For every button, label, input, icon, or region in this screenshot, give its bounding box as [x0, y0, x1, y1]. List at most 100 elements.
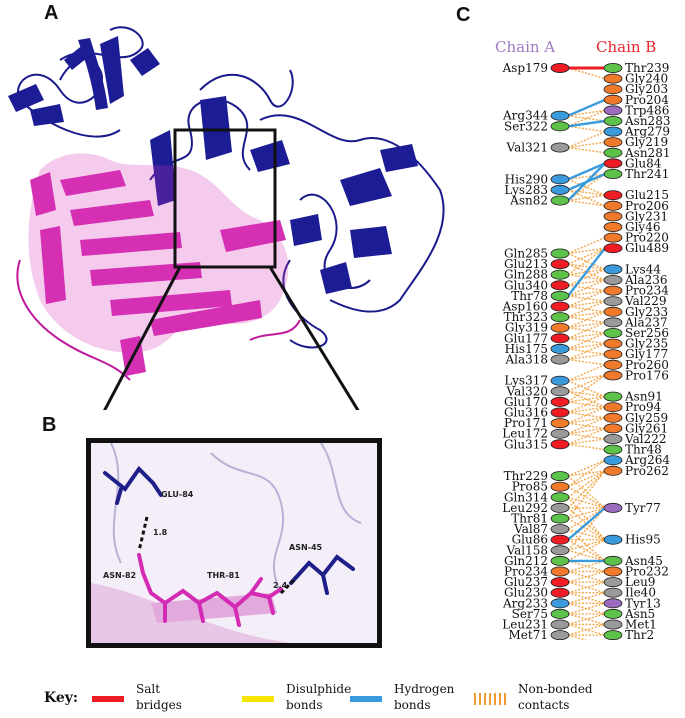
chain-b-residue-marker: [603, 168, 623, 179]
hydrogen-bond-line: [567, 506, 606, 541]
nonbonded-contact-line: [567, 507, 606, 551]
chain-b-residue-marker: [603, 327, 623, 338]
nonbonded-contact-line: [567, 342, 606, 350]
nonbonded-contact-line: [567, 634, 588, 640]
hydrogen-bond-line: [567, 98, 606, 117]
nonbonded-contact-line: [567, 507, 606, 530]
chain-a-residue-label: Arg344: [502, 109, 548, 123]
chain-b-residue-marker: [603, 296, 623, 307]
chain-b-residue-label: Pro206: [625, 199, 669, 213]
chain-b-residue-label: Thr241: [625, 167, 669, 181]
chain-a-residue-marker: [550, 63, 570, 74]
nonbonded-contact-line: [567, 427, 606, 435]
chain-b-residue-marker: [603, 63, 623, 74]
chain-a-residue-marker: [550, 396, 570, 407]
nonbonded-contact-line: [567, 613, 606, 626]
chain-a-residue-marker: [550, 513, 570, 524]
chain-a-residue-label: Glu86: [512, 533, 548, 547]
nonbonded-contact-line: [567, 486, 606, 509]
nonbonded-contact-line: [567, 395, 606, 403]
chain-a-residue-marker: [550, 407, 570, 418]
chain-b-residue-marker: [603, 577, 623, 588]
nonbonded-contact-line: [567, 390, 606, 398]
chain-a-residue-label: Glu315: [504, 437, 548, 451]
chain-a-residue-marker: [550, 555, 570, 566]
chain-b-residue-marker: [603, 211, 623, 222]
residue-label-asn82: ASN-82: [103, 571, 137, 580]
distance-label-1-8: 1.8: [153, 528, 168, 537]
chain-a-residue-label: Glu170: [504, 395, 548, 409]
chain-b-residue-marker: [603, 566, 623, 577]
chain-b-residue-marker: [603, 73, 623, 84]
nonbonded-contact-line: [567, 109, 606, 117]
chain-a-residue-label: Glu340: [504, 278, 548, 292]
chain-a-residue-marker: [550, 428, 570, 439]
chain-b-residue-marker: [603, 190, 623, 201]
chain-a-residue-label: Ala318: [504, 353, 548, 367]
nonbonded-contact-line: [567, 189, 606, 196]
chain-b-residue-label: Ala236: [624, 273, 668, 287]
nonbonded-contact-line: [567, 284, 606, 292]
chain-a-residue-label: Lys283: [504, 183, 548, 197]
nonbonded-contact-line: [567, 581, 606, 594]
chain-a-residue-marker: [550, 259, 570, 270]
chain-b-residue-marker: [603, 555, 623, 566]
chain-a-residue-label: Leu172: [502, 427, 548, 441]
nonbonded-contact-line: [567, 411, 606, 419]
chain-a-residue-marker: [550, 110, 570, 121]
chain-a-residue-marker: [550, 269, 570, 280]
nonbonded-contact-line: [567, 374, 606, 382]
chain-b-residue-label: Gly259: [625, 411, 668, 425]
nonbonded-contact-line: [567, 539, 606, 562]
chain-a-residue-marker: [550, 577, 570, 588]
nonbonded-contact-line: [567, 560, 606, 573]
nonbonded-contact-line: [567, 475, 606, 509]
chain-a-residue-marker: [550, 142, 570, 153]
chain-b-residue-label: Thr2: [625, 628, 654, 640]
chain-a-residue-marker: [550, 502, 570, 513]
key-swatch: [242, 696, 274, 702]
chain-b-residue-marker: [603, 306, 623, 317]
nonbonded-contact-line: [567, 433, 606, 440]
chain-a-residue-label: Glu213: [504, 257, 548, 271]
chain-b-residue-label: Glu84: [625, 156, 662, 170]
chain-a-residue-label: Thr323: [504, 310, 548, 324]
chain-a-residue-label: Glu230: [504, 586, 548, 600]
nonbonded-contact-line: [567, 358, 606, 366]
residue-label-asn45: ASN-45: [289, 543, 323, 552]
chain-b-residue-marker: [603, 84, 623, 95]
chain-a-residue-marker: [550, 343, 570, 354]
chain-a-residue-marker: [550, 375, 570, 386]
chain-b-residue-marker: [603, 619, 623, 630]
chain-b-residue-label: Arg264: [624, 453, 670, 467]
hydrogen-bond-line: [567, 162, 606, 181]
chain-b-residue-marker: [603, 465, 623, 476]
nonbonded-contact-line: [567, 539, 606, 551]
chain-a-residue-marker: [550, 386, 570, 397]
nonbonded-contact-line: [567, 401, 606, 408]
chain-a-residue-label: Val158: [506, 543, 548, 557]
nonbonded-contact-line: [567, 263, 606, 271]
chain-b-residue-marker: [603, 608, 623, 619]
nonbonded-contact-line: [567, 623, 606, 636]
chain-a-residue-label: Ser322: [504, 119, 548, 133]
chain-b-residue-label: Pro3: [625, 639, 654, 640]
chain-a-residue-label: Pro171: [504, 416, 548, 430]
chain-a-residue-label: Asn82: [509, 194, 548, 208]
chain-b-residue-marker: [603, 423, 623, 434]
chain-b-residue-label: Asn283: [624, 114, 670, 128]
panel-label-c: C: [456, 4, 471, 26]
chain-a-residue-marker: [550, 630, 570, 640]
chain-b-residue-label: Asn5: [624, 607, 655, 621]
chain-a-residue-label: Glu237: [504, 575, 548, 589]
chain-a-residue-label: Gly319: [505, 321, 548, 335]
chain-a-residue-label: His175: [505, 342, 548, 356]
protein-structure-illustration: [8, 26, 445, 410]
nonbonded-contact-line: [567, 592, 606, 604]
chain-b-residue-label: Gly235: [625, 337, 668, 351]
chain-b-residue-label: Asn91: [624, 390, 663, 404]
chain-b-residue-label: Ala237: [624, 315, 668, 329]
chain-b-residue-marker: [603, 433, 623, 444]
key-swatch: [350, 696, 382, 702]
